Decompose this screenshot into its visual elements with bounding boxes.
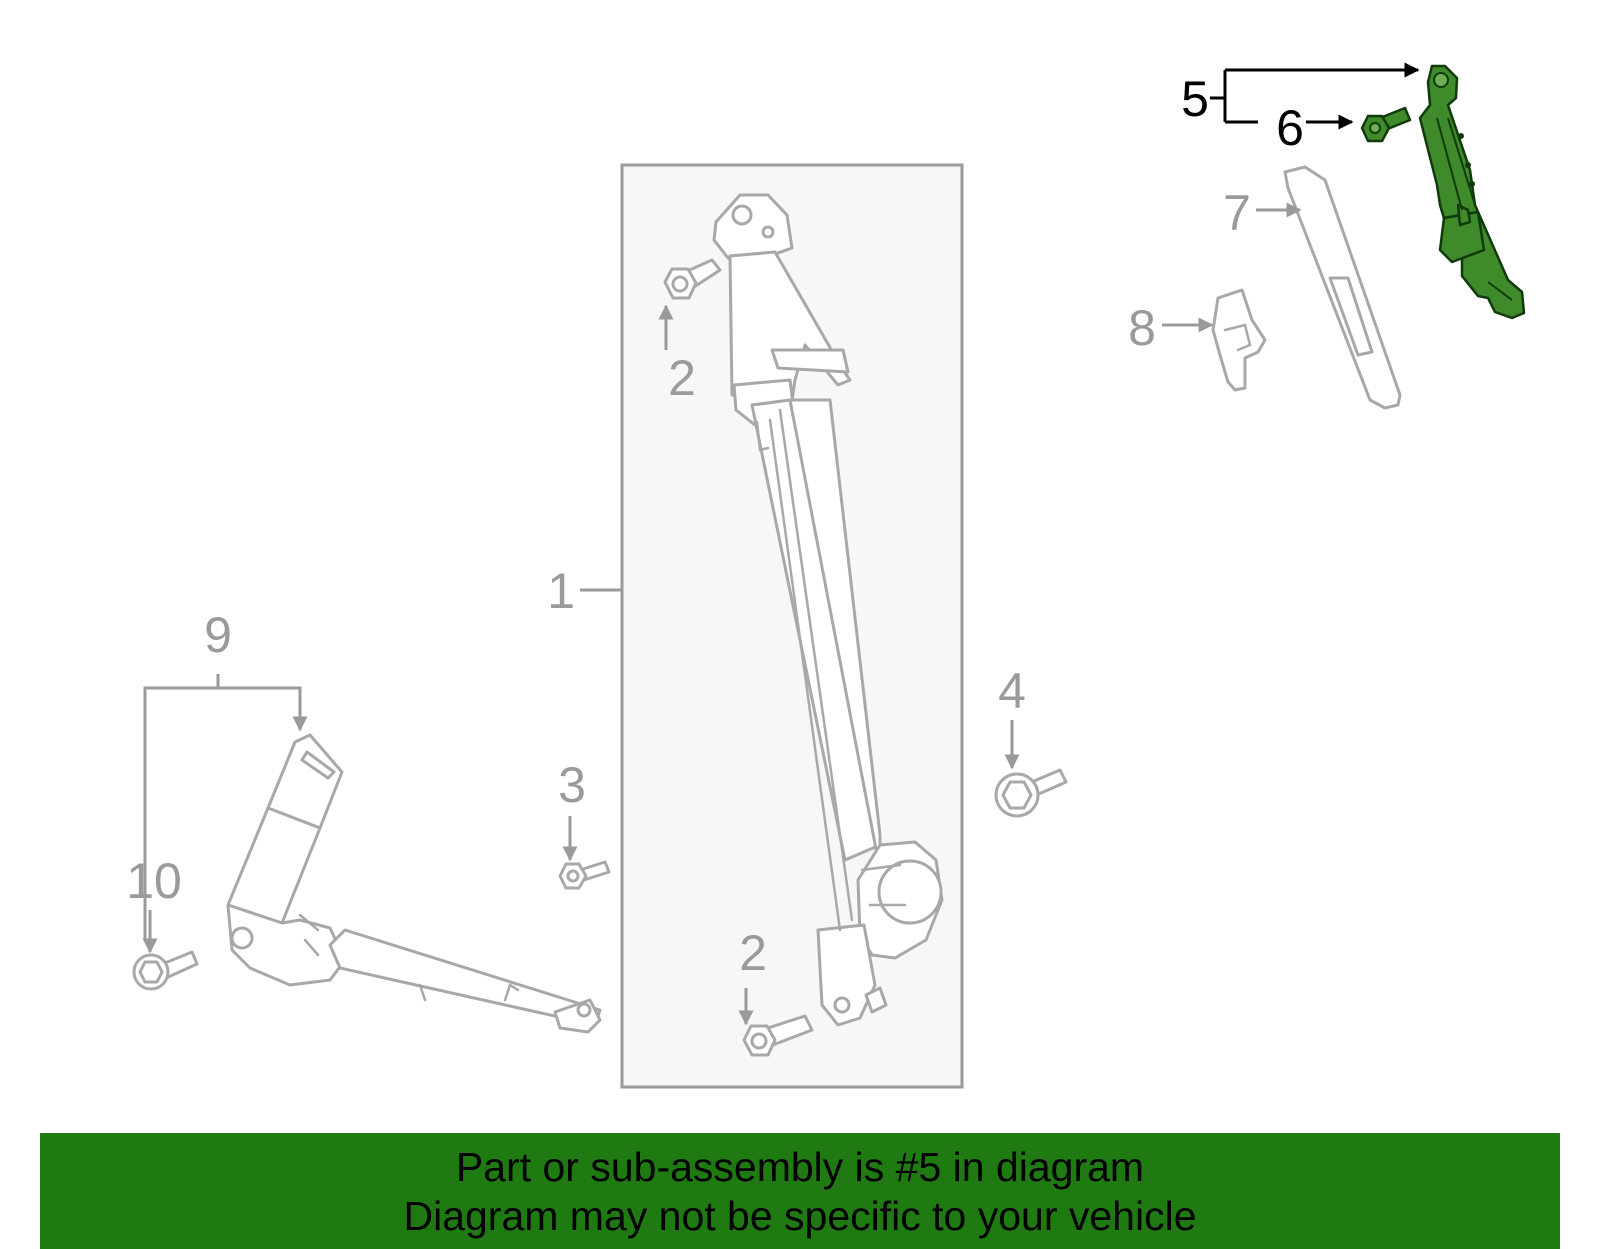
- callout-1: 1: [547, 563, 575, 619]
- part-5-height-adjuster-highlighted: [1418, 64, 1526, 320]
- part-1-seat-belt-retractor: [712, 193, 944, 1027]
- part-3-bolt: [558, 860, 611, 890]
- callout-4: 4: [998, 663, 1026, 719]
- banner-line-1: Part or sub-assembly is #5 in diagram: [455, 1144, 1145, 1190]
- callout-3: 3: [558, 757, 586, 813]
- part-7-trim-cover: [1283, 165, 1402, 410]
- callout-7: 7: [1223, 185, 1251, 241]
- callout-6: 6: [1276, 100, 1304, 156]
- part-4-flange-bolt: [994, 768, 1068, 818]
- part-6-bolt: [1360, 106, 1412, 143]
- part-10-flange-bolt: [132, 950, 199, 991]
- info-banner: Part or sub-assembly is #5 in diagram Di…: [40, 1133, 1560, 1249]
- part-9-buckle-assembly: [226, 733, 602, 1034]
- leader-lines: [142, 70, 1418, 1026]
- callout-2-upper: 2: [668, 350, 696, 406]
- part-2-bolt-lower: [742, 1014, 814, 1057]
- banner-line-2: Diagram may not be specific to your vehi…: [403, 1193, 1197, 1239]
- part-2-bolt-upper: [663, 258, 722, 300]
- callout-2-lower: 2: [739, 925, 767, 981]
- callout-8: 8: [1128, 300, 1156, 356]
- callout-9: 9: [204, 607, 232, 663]
- part-8-anchor-cover: [1211, 288, 1267, 392]
- callout-10: 10: [126, 853, 182, 909]
- callout-5: 5: [1181, 71, 1209, 127]
